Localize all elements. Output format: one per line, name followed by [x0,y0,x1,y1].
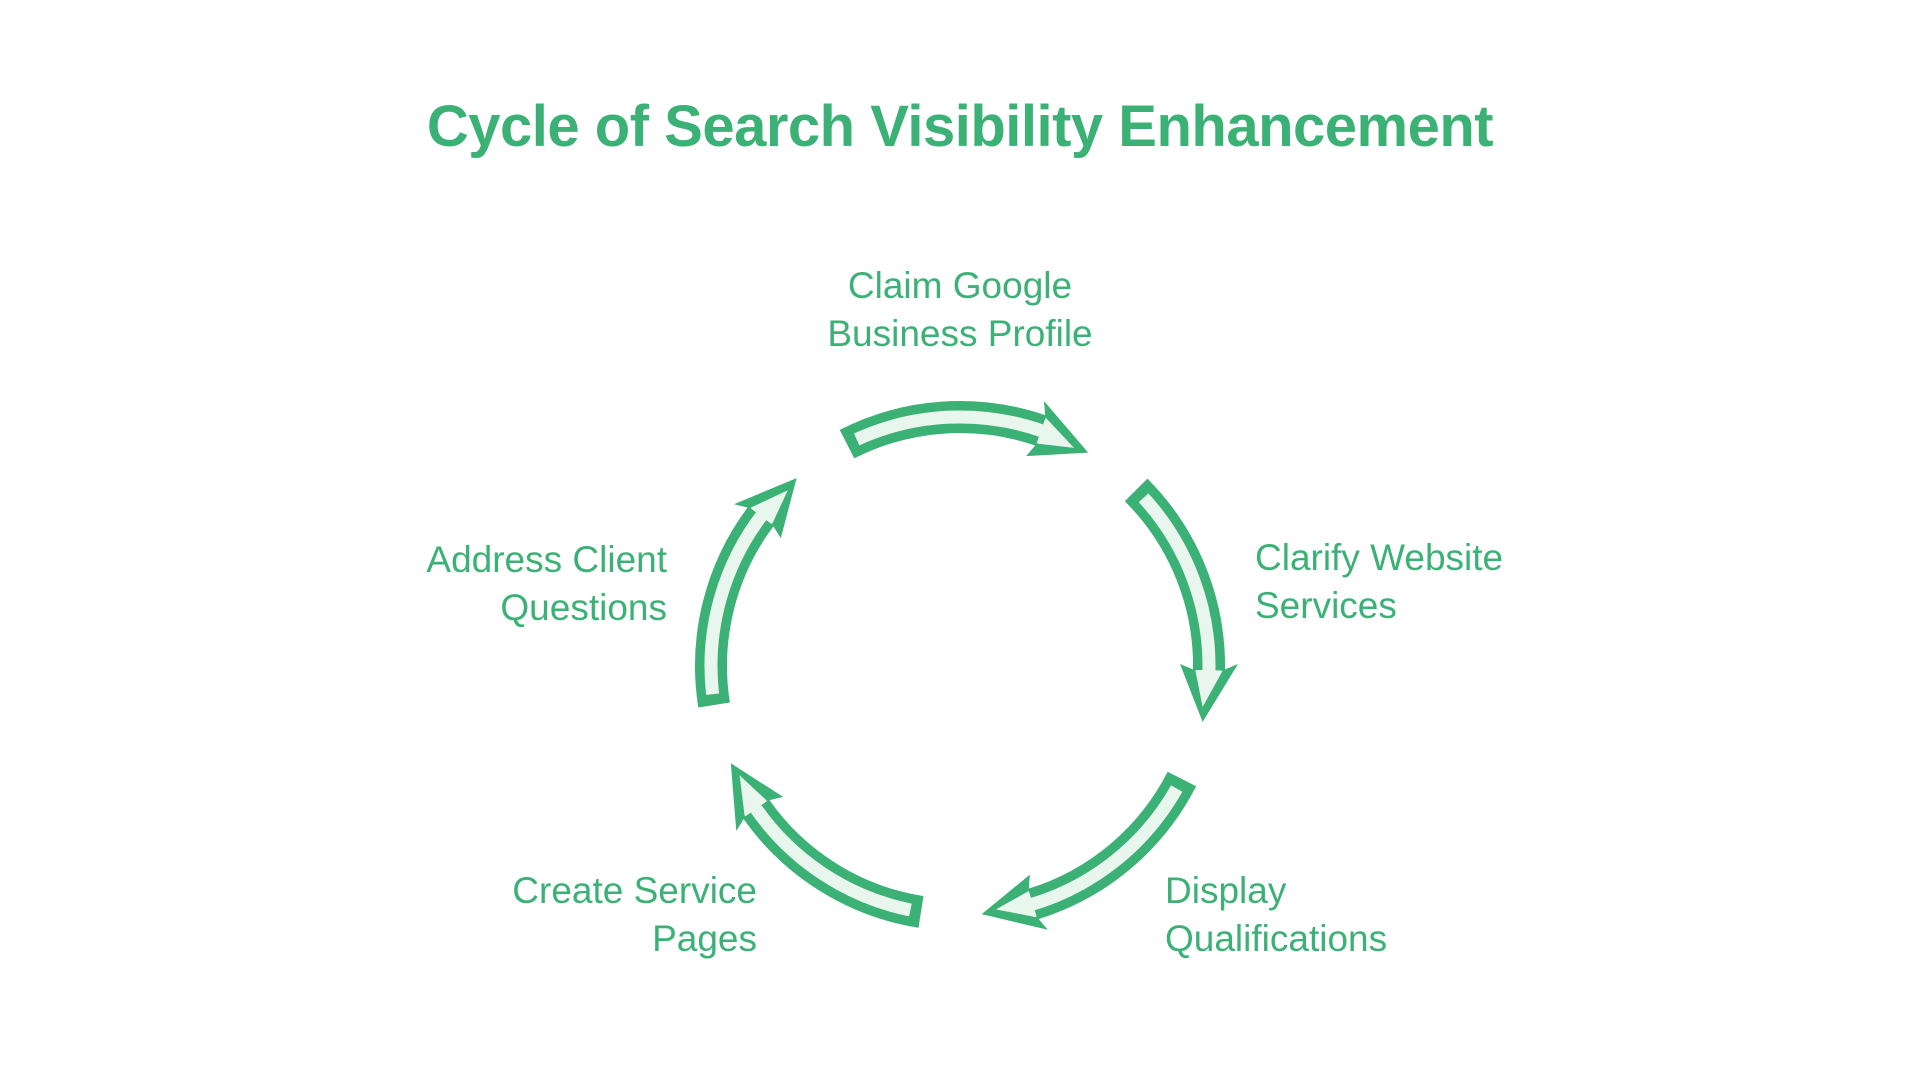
arrow-display-to-create [981,771,1197,930]
step-label-line: Services [1255,585,1397,626]
step-label-create-service-pages: Create Service Pages [512,867,757,963]
step-label-line: Create Service [512,870,757,911]
step-label-line: Address Client [426,539,667,580]
arrow-create-to-address [730,763,924,928]
step-label-line: Questions [500,587,667,628]
step-label-address-client-questions: Address Client Questions [426,536,667,632]
step-label-line: Claim Google [847,265,1073,306]
diagram-title: Cycle of Search Visibility Enhancement [426,94,1494,159]
step-label-claim-google-business-profile: Claim Google Business Profile [827,262,1092,358]
step-label-line: Qualifications [1165,918,1388,959]
arrow-claim-to-clarify [839,401,1089,459]
step-label-display-qualifications: Display Qualifications [1165,867,1387,963]
arrow-address-to-claim [695,478,797,708]
arrow-clarify-to-display [1124,478,1238,722]
step-label-clarify-website-services: Clarify Website Services [1255,534,1503,630]
step-label-line: Clarify Website [1255,537,1504,578]
step-label-line: Pages [652,918,757,959]
step-label-line: Display [1165,870,1287,911]
step-label-line: Business Profile [827,313,1093,354]
